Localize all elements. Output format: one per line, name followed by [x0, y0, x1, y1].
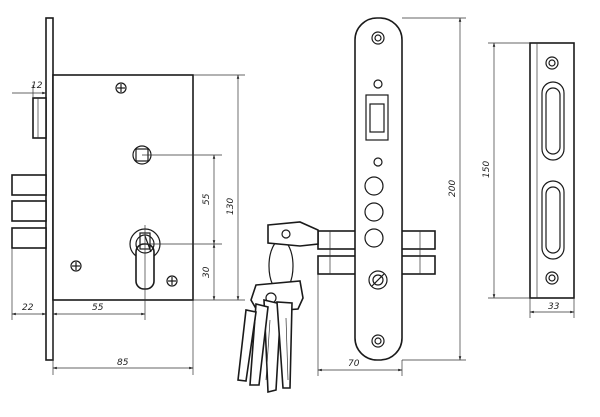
front-dimensions: 200 70 [317, 17, 466, 376]
strike-plate [529, 42, 575, 299]
case-screw-left [70, 260, 82, 272]
front-faceplate [354, 17, 403, 361]
dim-30-label: 30 [202, 266, 212, 278]
dead-bolt-3 [11, 227, 47, 249]
dim-33-label: 33 [548, 302, 560, 312]
key-blade-3 [276, 301, 293, 389]
strike-opening-bottom [541, 180, 565, 260]
lock-body-view [11, 17, 222, 361]
dead-bolt-1 [11, 174, 47, 196]
dim-12-label: 12 [31, 81, 43, 91]
dim-22-label: 22 [22, 303, 34, 313]
strike-plate-view: 150 33 [482, 42, 575, 318]
bolt-hole-2 [364, 202, 384, 222]
key-1-bow [267, 221, 319, 247]
faceplate-strip [45, 17, 54, 361]
front-screw [368, 270, 388, 290]
dim-200-label: 200 [448, 180, 458, 197]
latch-opening [365, 94, 389, 141]
dim-85-label: 85 [117, 358, 129, 368]
bolt-hole-1 [364, 176, 384, 196]
dim-55-horizontal-label: 55 [92, 303, 104, 313]
dim-130-label: 130 [226, 198, 236, 215]
dead-bolt-2 [11, 200, 47, 222]
dim-150-label: 150 [482, 161, 492, 178]
case-screw-right [166, 275, 178, 287]
key-bundle [237, 221, 319, 394]
key-blade-1 [263, 298, 282, 394]
key-blade-4 [237, 309, 257, 382]
strike-opening-top [541, 81, 565, 161]
dim-55-vertical-label: 55 [202, 193, 212, 205]
dim-70-label: 70 [348, 359, 360, 369]
latch-bolt [32, 97, 47, 139]
bolt-hole-3 [364, 228, 384, 248]
body-dimensions: 12 22 55 85 55 130 30 [11, 74, 245, 375]
case-screw-top [115, 82, 127, 94]
faceplate-front-view [317, 17, 436, 361]
